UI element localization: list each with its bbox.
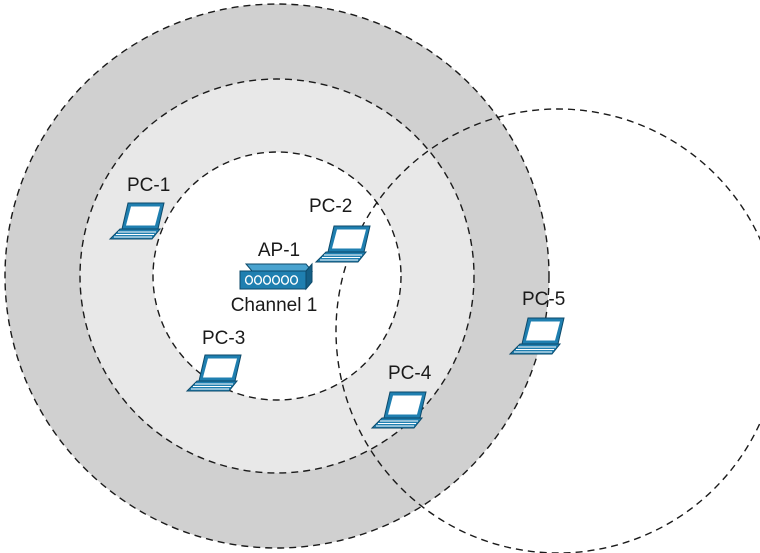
client-label-pc-4: PC-4 bbox=[388, 363, 432, 384]
client-label-pc-3: PC-3 bbox=[202, 328, 245, 349]
access-point-icon bbox=[240, 264, 312, 289]
client-label-pc-2: PC-2 bbox=[309, 196, 352, 217]
client-label-pc-1: PC-1 bbox=[127, 175, 170, 196]
access-point-channel: Channel 1 bbox=[231, 295, 318, 316]
client-label-pc-5: PC-5 bbox=[522, 289, 565, 310]
access-point-name: AP-1 bbox=[258, 240, 300, 261]
